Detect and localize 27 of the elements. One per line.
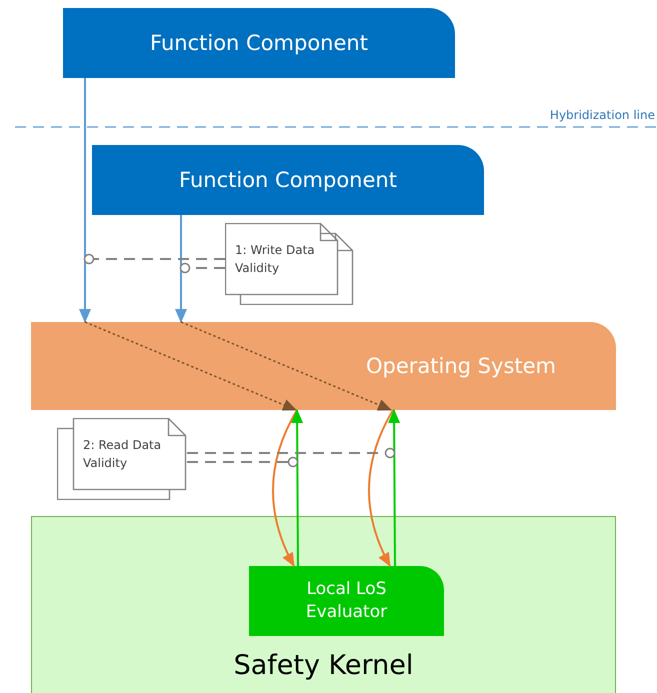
arrow xyxy=(272,410,298,567)
leader-line xyxy=(180,262,225,274)
leader-line xyxy=(84,254,225,264)
kernel-region xyxy=(31,516,616,693)
region-title: Safety Kernel xyxy=(232,650,414,681)
arrow xyxy=(175,215,187,323)
arrow xyxy=(84,321,297,411)
note-text: 1: Write Data Validity xyxy=(235,242,316,277)
divider-label: Hybridization line xyxy=(550,108,655,122)
note-text: 2: Read Data Validity xyxy=(83,437,162,472)
arrow xyxy=(291,409,304,566)
box-label: Function Component xyxy=(179,166,397,194)
note-card xyxy=(225,223,355,305)
box-label: Local LoS Evaluator xyxy=(304,578,388,624)
layer-band xyxy=(31,322,616,410)
leader-line xyxy=(187,456,298,468)
arrow xyxy=(368,410,394,567)
arrow xyxy=(180,321,392,411)
box-label: Operating System xyxy=(366,352,556,380)
box-label: Function Component xyxy=(150,30,368,57)
arrow xyxy=(79,78,91,323)
note-card xyxy=(57,418,187,500)
arrow xyxy=(388,409,400,566)
component-box xyxy=(63,8,455,78)
evaluator-box xyxy=(249,566,444,636)
leader-line xyxy=(187,448,396,458)
component-box xyxy=(92,145,484,215)
